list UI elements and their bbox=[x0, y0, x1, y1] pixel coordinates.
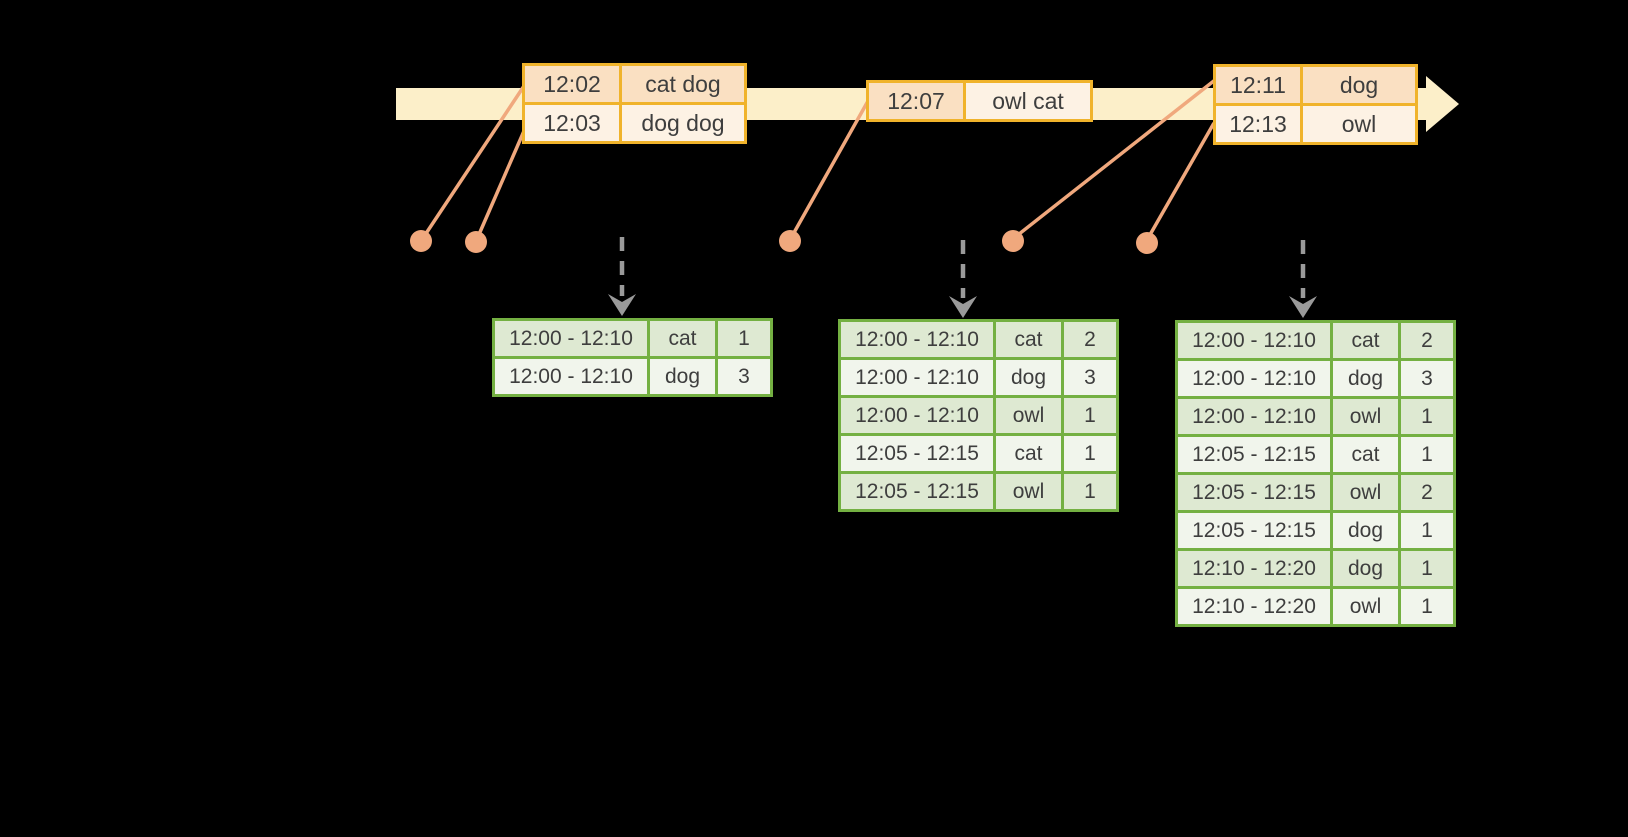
window-cell: 12:00 - 12:10 bbox=[838, 357, 996, 398]
event-dot bbox=[410, 230, 432, 252]
word-cell: cat bbox=[993, 433, 1064, 474]
word-cell: cat bbox=[647, 318, 718, 359]
event-time-cell: 12:03 bbox=[522, 102, 622, 144]
result-row: 12:05 - 12:15 cat 1 bbox=[838, 433, 1119, 474]
count-cell: 1 bbox=[1061, 395, 1119, 436]
window-cell: 12:10 - 12:20 bbox=[1175, 586, 1333, 627]
result-row: 12:00 - 12:10 cat 1 bbox=[492, 318, 773, 359]
event-table-2: 12:07 owl cat bbox=[866, 80, 1093, 122]
window-cell: 12:00 - 12:10 bbox=[838, 395, 996, 436]
trigger-arrowhead bbox=[608, 294, 636, 316]
result-row: 12:00 - 12:10 dog 3 bbox=[1175, 358, 1456, 399]
result-row: 12:00 - 12:10 owl 1 bbox=[1175, 396, 1456, 437]
result-row: 12:00 - 12:10 dog 3 bbox=[838, 357, 1119, 398]
word-cell: cat bbox=[993, 319, 1064, 360]
event-dot bbox=[779, 230, 801, 252]
connector-lines bbox=[421, 78, 1217, 241]
event-row: 12:13 owl bbox=[1213, 103, 1418, 145]
count-cell: 3 bbox=[1398, 358, 1456, 399]
window-cell: 12:00 - 12:10 bbox=[492, 318, 650, 359]
result-table-1: 12:00 - 12:10 cat 1 12:00 - 12:10 dog 3 bbox=[492, 318, 773, 397]
result-row: 12:05 - 12:15 owl 2 bbox=[1175, 472, 1456, 513]
window-cell: 12:05 - 12:15 bbox=[838, 433, 996, 474]
result-row: 12:00 - 12:10 cat 2 bbox=[838, 319, 1119, 360]
event-time-cell: 12:02 bbox=[522, 63, 622, 105]
window-cell: 12:05 - 12:15 bbox=[838, 471, 996, 512]
word-cell: cat bbox=[1330, 320, 1401, 361]
event-row: 12:02 cat dog bbox=[522, 63, 747, 105]
word-cell: cat bbox=[1330, 434, 1401, 475]
window-cell: 12:00 - 12:10 bbox=[838, 319, 996, 360]
event-row: 12:07 owl cat bbox=[866, 80, 1093, 122]
count-cell: 1 bbox=[1398, 434, 1456, 475]
word-cell: owl bbox=[993, 395, 1064, 436]
count-cell: 1 bbox=[1061, 433, 1119, 474]
result-row: 12:05 - 12:15 cat 1 bbox=[1175, 434, 1456, 475]
count-cell: 3 bbox=[715, 356, 773, 397]
window-cell: 12:00 - 12:10 bbox=[1175, 358, 1333, 399]
word-cell: owl bbox=[993, 471, 1064, 512]
count-cell: 1 bbox=[1398, 548, 1456, 589]
result-row: 12:10 - 12:20 owl 1 bbox=[1175, 586, 1456, 627]
event-dot bbox=[465, 231, 487, 253]
window-cell: 12:00 - 12:10 bbox=[1175, 396, 1333, 437]
result-table-3: 12:00 - 12:10 cat 2 12:00 - 12:10 dog 3 … bbox=[1175, 320, 1456, 627]
event-row: 12:03 dog dog bbox=[522, 102, 747, 144]
count-cell: 2 bbox=[1398, 320, 1456, 361]
event-words-cell: owl bbox=[1300, 103, 1418, 145]
event-dot bbox=[1002, 230, 1024, 252]
event-words-cell: dog bbox=[1300, 64, 1418, 106]
count-cell: 2 bbox=[1398, 472, 1456, 513]
word-cell: dog bbox=[1330, 548, 1401, 589]
word-cell: owl bbox=[1330, 396, 1401, 437]
trigger-arrowhead bbox=[1289, 296, 1317, 318]
event-row: 12:11 dog bbox=[1213, 64, 1418, 106]
count-cell: 1 bbox=[1398, 510, 1456, 551]
count-cell: 1 bbox=[715, 318, 773, 359]
event-words-cell: dog dog bbox=[619, 102, 747, 144]
count-cell: 2 bbox=[1061, 319, 1119, 360]
word-cell: dog bbox=[1330, 510, 1401, 551]
trigger-arrow-lines bbox=[619, 237, 1306, 298]
result-row: 12:00 - 12:10 owl 1 bbox=[838, 395, 1119, 436]
result-row: 12:00 - 12:10 dog 3 bbox=[492, 356, 773, 397]
word-cell: dog bbox=[647, 356, 718, 397]
word-cell: dog bbox=[1330, 358, 1401, 399]
event-time-cell: 12:13 bbox=[1213, 103, 1303, 145]
result-row: 12:00 - 12:10 cat 2 bbox=[1175, 320, 1456, 361]
event-words-cell: owl cat bbox=[963, 80, 1093, 122]
word-cell: owl bbox=[1330, 472, 1401, 513]
trigger-arrowheads bbox=[608, 294, 1317, 318]
event-words-cell: cat dog bbox=[619, 63, 747, 105]
window-cell: 12:10 - 12:20 bbox=[1175, 548, 1333, 589]
connector-line bbox=[1145, 122, 1216, 241]
event-table-3: 12:11 dog 12:13 owl bbox=[1213, 64, 1418, 145]
count-cell: 1 bbox=[1061, 471, 1119, 512]
connector-line bbox=[789, 100, 870, 239]
count-cell: 1 bbox=[1398, 586, 1456, 627]
connector-line bbox=[1012, 78, 1217, 240]
result-table-2: 12:00 - 12:10 cat 2 12:00 - 12:10 dog 3 … bbox=[838, 319, 1119, 512]
window-cell: 12:05 - 12:15 bbox=[1175, 434, 1333, 475]
count-cell: 1 bbox=[1398, 396, 1456, 437]
result-row: 12:05 - 12:15 owl 1 bbox=[838, 471, 1119, 512]
window-cell: 12:05 - 12:15 bbox=[1175, 472, 1333, 513]
event-dot bbox=[1136, 232, 1158, 254]
connector-line bbox=[475, 130, 526, 240]
window-cell: 12:00 - 12:10 bbox=[1175, 320, 1333, 361]
count-cell: 3 bbox=[1061, 357, 1119, 398]
result-row: 12:10 - 12:20 dog 1 bbox=[1175, 548, 1456, 589]
word-cell: dog bbox=[993, 357, 1064, 398]
event-time-cell: 12:11 bbox=[1213, 64, 1303, 106]
trigger-arrowhead bbox=[949, 296, 977, 318]
event-table-1: 12:02 cat dog 12:03 dog dog bbox=[522, 63, 747, 144]
event-time-cell: 12:07 bbox=[866, 80, 966, 122]
word-cell: owl bbox=[1330, 586, 1401, 627]
connector-line bbox=[421, 85, 526, 239]
event-dots bbox=[410, 230, 1158, 254]
window-cell: 12:05 - 12:15 bbox=[1175, 510, 1333, 551]
timeline-arrowhead bbox=[1426, 76, 1459, 132]
window-cell: 12:00 - 12:10 bbox=[492, 356, 650, 397]
result-row: 12:05 - 12:15 dog 1 bbox=[1175, 510, 1456, 551]
